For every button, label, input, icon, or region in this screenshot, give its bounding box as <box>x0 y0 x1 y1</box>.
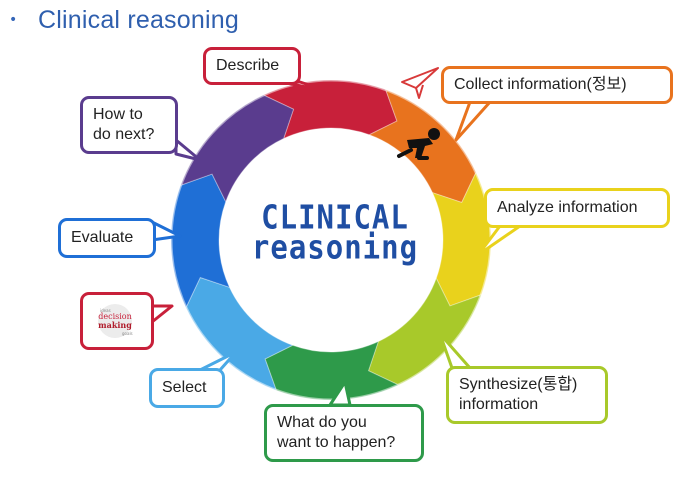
center-label-line1: CLINICAL <box>261 197 409 237</box>
step-analyze-label: Analyze information <box>497 199 638 216</box>
step-how-to-do-next: How to do next? <box>80 96 178 154</box>
pointer-collect <box>454 100 492 142</box>
center-label: CLINICAL reasoning <box>226 197 444 267</box>
center-label-line2: reasoning <box>251 227 419 267</box>
page-title: Clinical reasoning <box>38 6 239 34</box>
step-what-to-happen: What do you want to happen? <box>264 404 424 462</box>
step-synthesize-label: Synthesize(통합) information <box>459 376 578 413</box>
step-evaluate-label: Evaluate <box>71 229 134 246</box>
slide-header: • Clinical reasoning <box>0 0 691 44</box>
step-synthesize-information: Synthesize(통합) information <box>446 366 608 424</box>
decision-word: decision <box>98 312 132 321</box>
svg-text:ideas: ideas <box>100 308 111 313</box>
step-describe-label: Describe <box>216 57 280 74</box>
step-analyze-information: Analyze information <box>484 188 670 228</box>
svg-text:goals: goals <box>122 331 133 336</box>
making-word: making <box>98 320 132 330</box>
step-how-label: How to do next? <box>93 106 155 143</box>
step-collect-label: Collect information(정보) <box>454 76 627 93</box>
decision-making-icon: decision making ideas goals <box>98 304 133 338</box>
cycle-ring <box>169 78 493 402</box>
bullet: • <box>9 12 18 28</box>
step-select-label: Select <box>162 379 207 396</box>
step-select: Select <box>149 368 225 408</box>
step-evaluate: Evaluate <box>58 218 156 258</box>
pointer-how <box>174 138 202 162</box>
step-what-label: What do you want to happen? <box>277 414 396 451</box>
step-describe: Describe <box>203 47 301 85</box>
paper-plane-icon <box>401 67 439 99</box>
step-collect-information: Collect information(정보) <box>441 66 673 104</box>
pointer-decision <box>150 304 174 324</box>
runner-icon <box>397 128 440 160</box>
